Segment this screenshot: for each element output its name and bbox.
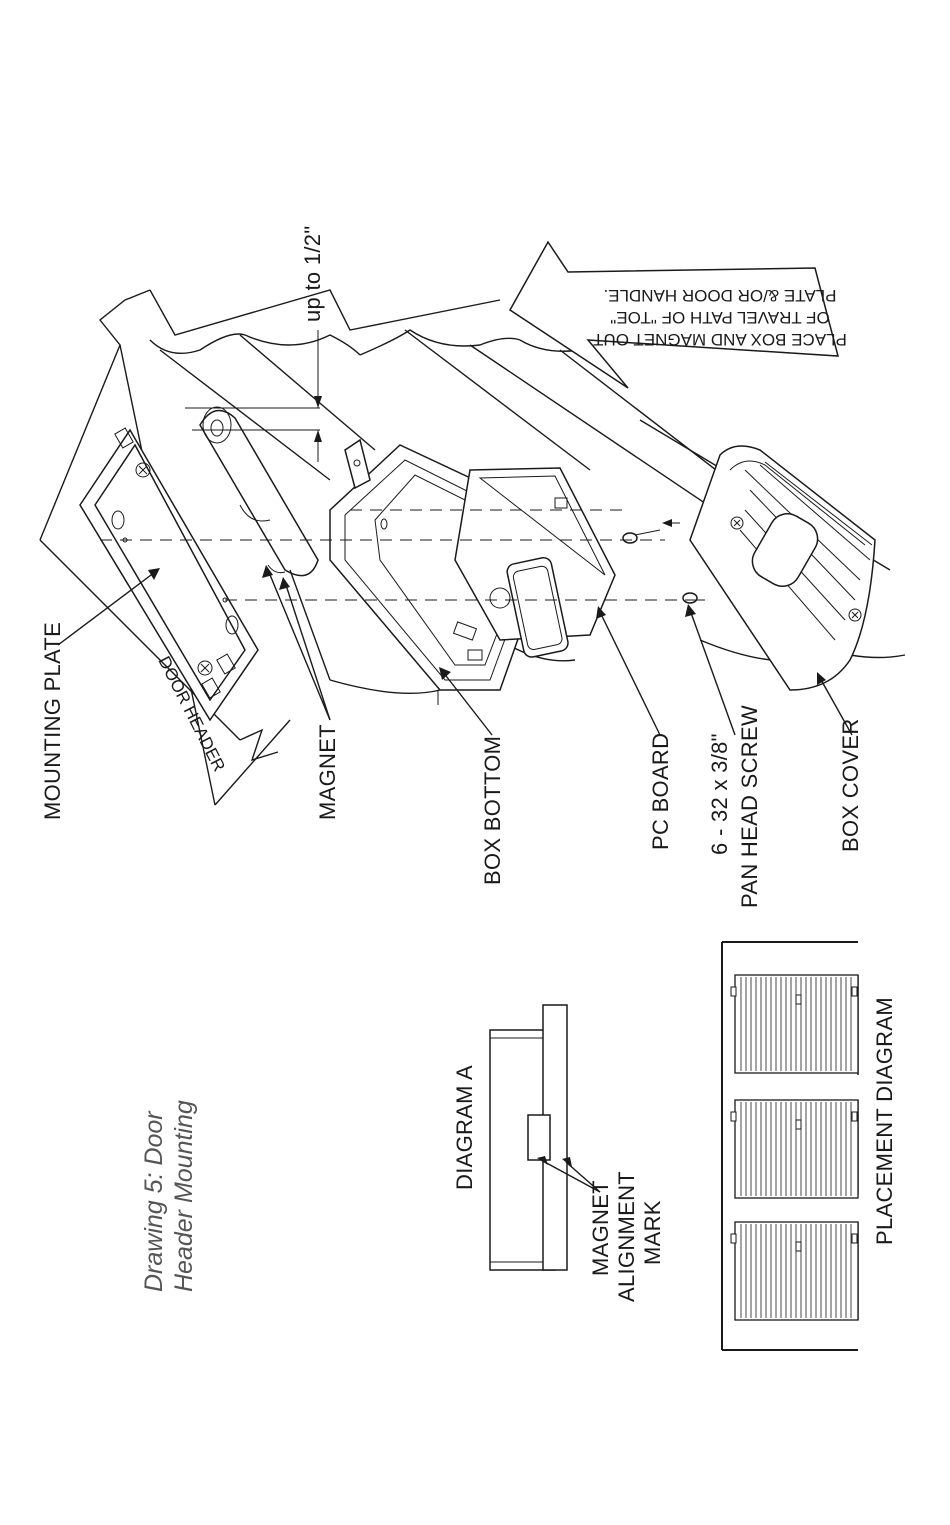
box-cover: [690, 446, 875, 690]
diagram-a-mark-line-1: MAGNET: [588, 1180, 613, 1276]
diagram-a-mark-line-3: MARK: [640, 1200, 665, 1265]
callout-arrow-text: PLACE BOX AND MAGNET OUT OF TRAVEL PATH …: [593, 286, 847, 349]
gap-dimension: [185, 330, 322, 462]
placement-door: [731, 975, 858, 1073]
label-magnet: MAGNET: [315, 724, 340, 820]
diagram-a-mark-line-2: ALIGNMENT: [614, 1171, 639, 1302]
callout-line-1: PLACE BOX AND MAGNET OUT: [593, 330, 847, 349]
placement-doors: [731, 975, 858, 1320]
callout-line-2: OF TRAVEL PATH OF "TOE": [610, 308, 830, 327]
label-pc-board: PC BOARD: [648, 733, 673, 850]
label-mounting-plate: MOUNTING PLATE: [40, 622, 65, 820]
label-gap: up to 1/2": [300, 226, 325, 322]
label-box-bottom: BOX BOTTOM: [480, 736, 505, 885]
label-screw-size: 6 - 32 x 3/8": [707, 733, 732, 855]
label-box-cover: BOX COVER: [838, 718, 863, 852]
diagram-a-title: DIAGRAM A: [452, 1065, 477, 1190]
drawing-title-line-2: Header Mounting: [170, 1100, 198, 1292]
placement-diagram-title: PLACEMENT DIAGRAM: [872, 997, 897, 1245]
callout-line-3: PLATE &/OR DOOR HANDLE.: [603, 286, 836, 305]
label-pan-head-screw: PAN HEAD SCREW: [737, 705, 762, 908]
placement-door: [731, 1100, 858, 1198]
drawing-title-line-1: Drawing 5: Door: [140, 1110, 168, 1292]
placement-door: [731, 1222, 858, 1320]
diagram-a: [490, 1005, 600, 1270]
magnet: [200, 407, 318, 576]
